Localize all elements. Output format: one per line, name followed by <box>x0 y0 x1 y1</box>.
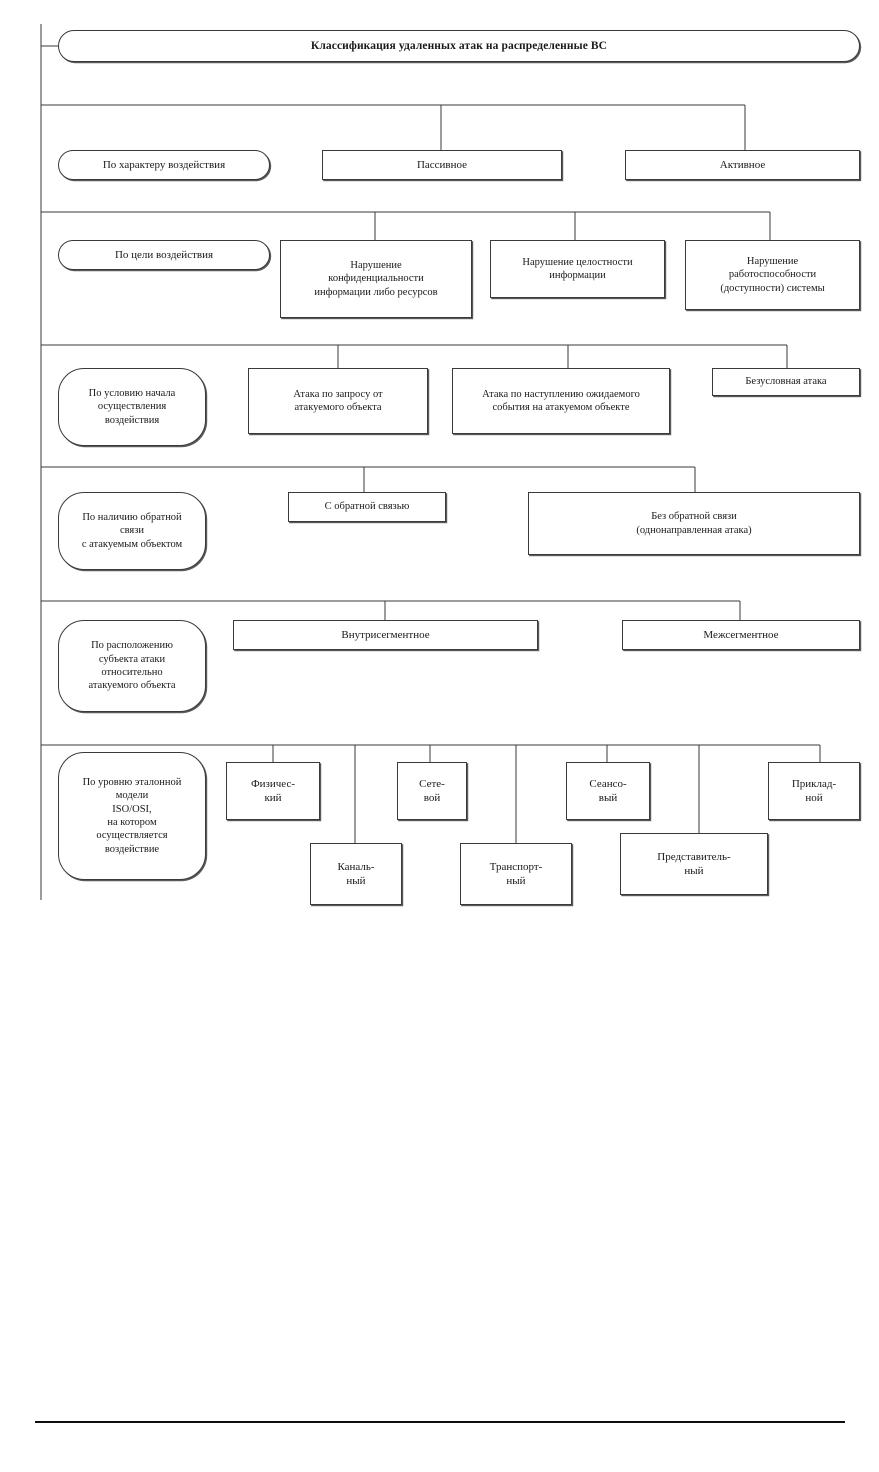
node-intersegment: Межсегментное <box>622 620 860 650</box>
node-osi-presentation: Представитель- ный <box>620 833 768 895</box>
node-with-feedback: С обратной связью <box>288 492 446 522</box>
node-unconditional-attack: Безусловная атака <box>712 368 860 396</box>
node-intrasegment: Внутрисегментное <box>233 620 538 650</box>
node-availability-breach: Нарушение работоспособности (доступности… <box>685 240 860 310</box>
node-osi-session: Сеансо- вый <box>566 762 650 820</box>
category-label-location: По расположению субъекта атаки относител… <box>58 620 206 712</box>
node-attack-on-expected-event: Атака по наступлению ожидаемого события … <box>452 368 670 434</box>
node-integrity-breach: Нарушение целостности информации <box>490 240 665 298</box>
node-osi-network: Сете- вой <box>397 762 467 820</box>
node-active: Активное <box>625 150 860 180</box>
category-label-goal: По цели воздействия <box>58 240 270 270</box>
node-osi-datalink: Каналь- ный <box>310 843 402 905</box>
category-label-character: По характеру воздействия <box>58 150 270 180</box>
diagram-title-node: Классификация удаленных атак на распреде… <box>58 30 860 62</box>
node-osi-transport: Транспорт- ный <box>460 843 572 905</box>
node-passive: Пассивное <box>322 150 562 180</box>
node-attack-on-request: Атака по запросу от атакуемого объекта <box>248 368 428 434</box>
node-confidentiality-breach: Нарушение конфиденциальности информации … <box>280 240 472 318</box>
category-label-osi-level: По уровню эталонной модели ISO/OSI, на к… <box>58 752 206 880</box>
page-title: Классификация удаленных атак на распреде… <box>310 39 608 52</box>
footer-divider <box>35 1421 845 1423</box>
category-label-start-condition: По условию начала осуществления воздейст… <box>58 368 206 446</box>
category-label-feedback: По наличию обратной связи с атакуемым об… <box>58 492 206 570</box>
node-osi-application: Приклад- ной <box>768 762 860 820</box>
node-osi-physical: Физичес- кий <box>226 762 320 820</box>
node-without-feedback: Без обратной связи (однонаправленная ата… <box>528 492 860 555</box>
